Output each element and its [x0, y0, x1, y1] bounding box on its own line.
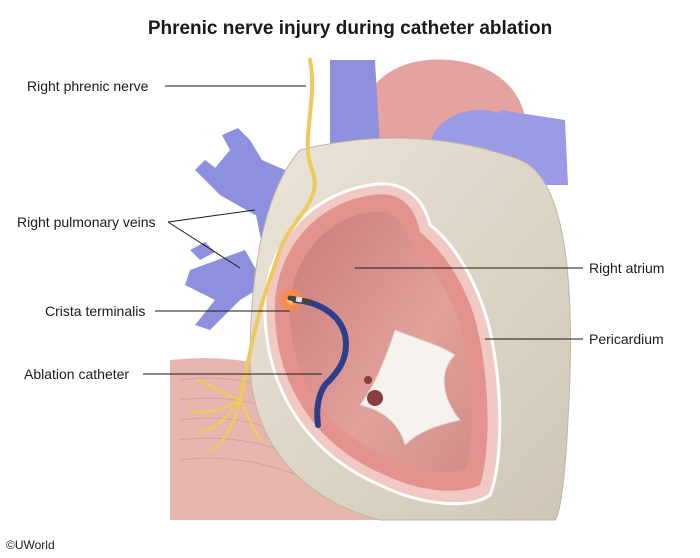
label-pericardium: Pericardium	[589, 331, 664, 347]
tricuspid-valve	[359, 329, 461, 446]
phrenic-nerve-branches	[188, 378, 264, 452]
copyright-notice: ©UWorld	[6, 538, 55, 552]
superior-vena-cava	[330, 60, 380, 150]
right-phrenic-nerve	[238, 58, 317, 402]
label-crista-terminalis: Crista terminalis	[45, 303, 146, 319]
label-right-pulmonary-veins: Right pulmonary veins	[17, 214, 156, 230]
diagram-title: Phrenic nerve injury during catheter abl…	[147, 18, 553, 39]
leader-lines	[143, 85, 583, 375]
label-right-atrium: Right atrium	[589, 260, 665, 276]
ablation-catheter	[292, 297, 349, 428]
label-ablation-catheter: Ablation catheter	[24, 366, 130, 382]
label-right-phrenic-nerve: Right phrenic nerve	[27, 78, 149, 94]
